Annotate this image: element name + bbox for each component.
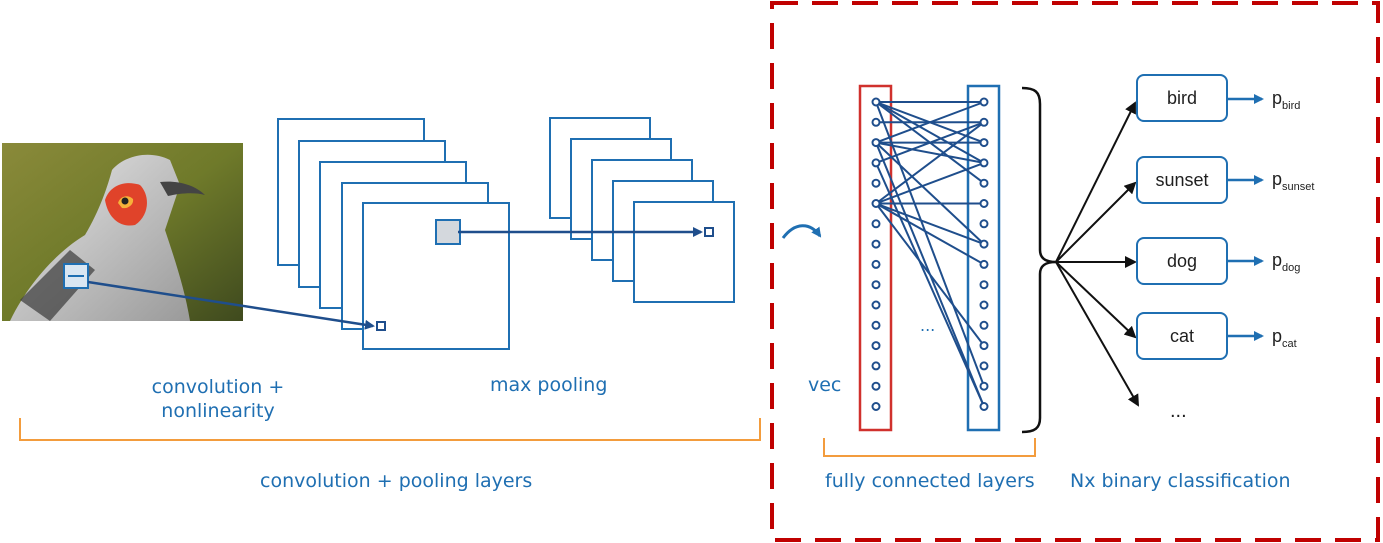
conv-output-pixel (376, 321, 386, 331)
hidden-neuron (979, 402, 989, 411)
vec-neuron (871, 219, 881, 229)
conv-pool-bracket (19, 418, 761, 441)
vec-neuron (871, 320, 881, 330)
prob-sunset: psunset (1272, 169, 1315, 193)
class-box-sunset: sunset (1136, 156, 1228, 204)
hidden-neuron (979, 320, 989, 330)
hidden-neuron (979, 138, 989, 148)
fc-bracket (823, 438, 1036, 457)
vec-column (858, 84, 893, 432)
hidden-neuron (979, 117, 989, 127)
vec-neuron (871, 97, 881, 107)
class-box-cat: cat (1136, 312, 1228, 360)
vec-neuron (871, 381, 881, 391)
fc-connection (875, 141, 985, 164)
fully-connected-label: fully connected layers (825, 470, 1035, 492)
conv-feature-maps (277, 118, 510, 350)
vec-neuron (871, 361, 881, 371)
class-box-dog: dog (1136, 237, 1228, 285)
prob-bird: pbird (1272, 88, 1301, 112)
hidden-neuron (979, 341, 989, 351)
conv-arrow (87, 280, 375, 330)
hidden-neuron (979, 259, 989, 269)
hidden-neuron (979, 199, 989, 208)
hidden-neuron (979, 219, 989, 229)
conv-pool-layers-label: convolution + pooling layers (260, 470, 533, 492)
prob-dog: pdog (1272, 250, 1301, 274)
fc-connection (875, 101, 985, 164)
hidden-neuron (979, 381, 989, 391)
pooled-output-pixel (704, 227, 714, 237)
conv-label-line2: nonlinearity (161, 400, 275, 422)
vec-neuron (871, 138, 881, 148)
vec-label: vec (808, 374, 842, 396)
binary-classification-label: Nx binary classification (1070, 470, 1291, 492)
prob-cat: pcat (1272, 326, 1297, 350)
class-box-bird: bird (1136, 74, 1228, 122)
hidden-neuron (979, 239, 989, 249)
hidden-neuron (979, 158, 989, 168)
fc-neurons (871, 97, 989, 411)
class-arrows (1055, 101, 1139, 407)
fc-connection (875, 162, 985, 407)
hidden-neuron (979, 97, 989, 107)
conv-label-line1: convolution + (151, 376, 285, 398)
fc-connection (875, 121, 985, 205)
fc-dots-label: ... (920, 316, 936, 335)
hidden-neuron (979, 361, 989, 371)
vec-neuron (871, 117, 881, 127)
prob-arrows (1228, 94, 1264, 341)
more-classes-ellipsis: ... (1170, 400, 1187, 422)
fc-connections (875, 101, 985, 407)
fc-connection (875, 202, 985, 266)
fc-connection (875, 202, 985, 246)
conv-label: convolution + nonlinearity (148, 375, 288, 423)
classifier-dashed-box (770, 1, 1380, 542)
fc-connection (875, 141, 985, 245)
fc-connection (875, 161, 985, 205)
fc-connection (875, 202, 985, 347)
hidden-neuron (979, 300, 989, 310)
hidden-neuron (979, 178, 989, 188)
output-bracket (1021, 86, 1057, 434)
fc-connection (875, 101, 985, 387)
flatten-arrow (781, 224, 822, 239)
bird-photo (2, 143, 243, 321)
vec-neuron (871, 300, 881, 310)
conv-pool-window (435, 219, 461, 245)
vec-neuron (871, 341, 881, 351)
vec-neuron (871, 239, 881, 249)
fc-connection (875, 121, 985, 164)
max-pooling-label: max pooling (490, 374, 608, 396)
vec-neuron (871, 259, 881, 269)
vec-neuron (871, 199, 881, 208)
fc-connection (875, 101, 985, 144)
vec-neuron (871, 402, 881, 411)
vec-neuron (871, 178, 881, 188)
vec-neuron (871, 280, 881, 290)
hidden-neuron (979, 280, 989, 290)
pooled-feature-maps (549, 117, 735, 303)
vec-neuron (871, 158, 881, 168)
